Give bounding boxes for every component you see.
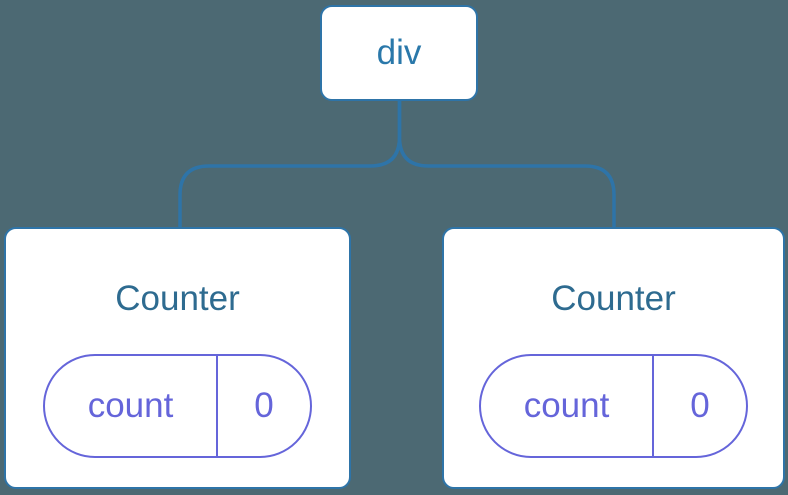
state-value: 0 [216, 356, 310, 456]
state-pill: count 0 [479, 354, 748, 458]
state-key-label: count [87, 386, 174, 425]
root-node-label: div [376, 33, 422, 72]
connector-right-branch [397, 100, 616, 228]
state-key-label: count [523, 386, 610, 425]
connector-left-branch [178, 100, 402, 228]
state-value: 0 [652, 356, 746, 456]
tree-node-counter-right: Counter count 0 [442, 227, 785, 489]
tree-node-counter-left: Counter count 0 [4, 227, 351, 489]
state-pill: count 0 [43, 354, 312, 458]
component-title: Counter [115, 279, 240, 318]
component-title: Counter [551, 279, 676, 318]
tree-node-div: div [320, 5, 478, 101]
